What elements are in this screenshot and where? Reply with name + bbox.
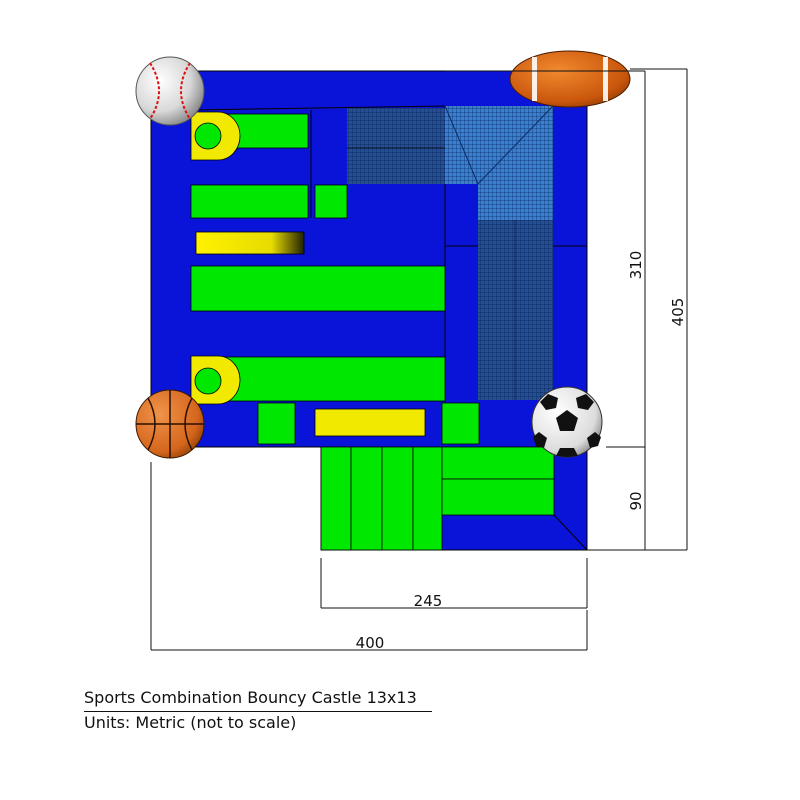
dimension-90: 90 [627,491,645,510]
hoop-ring-top [190,111,241,161]
hoop-ring-bottom [190,355,241,405]
dimension-400: 400 [150,462,588,652]
baseball-icon [135,56,205,126]
dimension-label-245: 245 [414,592,443,610]
caption-underline [84,711,432,712]
green-pad [314,184,348,219]
caption-units: Units: Metric (not to scale) [84,713,297,732]
basketball-icon [135,389,205,459]
dimension-245: 245 [320,558,588,610]
green-pad [257,402,296,445]
dimension-310: 310 [445,70,646,550]
yellow-bar-front [314,408,426,437]
mesh-window-right [478,220,553,400]
mesh-window-top [347,108,445,184]
caption-title: Sports Combination Bouncy Castle 13x13 [84,688,417,707]
green-pad [441,402,480,445]
yellow-bar-gradient [195,231,305,255]
dimension-label-405: 405 [669,298,687,327]
soccer-ball-icon [531,386,603,458]
green-pad [190,265,446,312]
ramp-steps [320,446,443,551]
dimension-405: 405 [587,68,688,551]
green-pad [441,478,555,516]
football-icon [509,50,631,108]
dimension-label-400: 400 [356,634,385,652]
dimension-label-310: 310 [627,251,645,280]
green-pad [190,184,309,219]
dimension-label-90: 90 [627,491,645,510]
green-pad [441,446,555,480]
